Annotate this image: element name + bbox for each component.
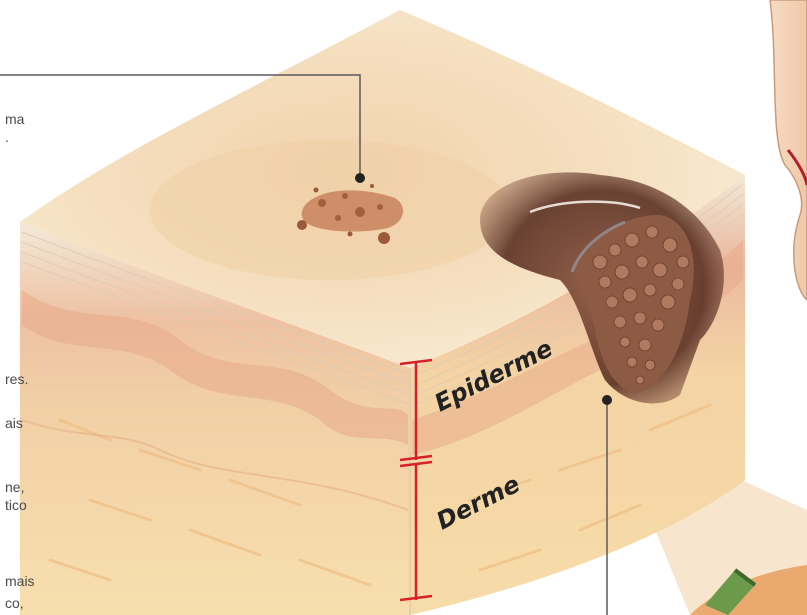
side-text-fragment: ma bbox=[5, 110, 24, 128]
face-profile bbox=[770, 0, 807, 300]
side-text-fragment: ne, bbox=[5, 478, 24, 496]
side-text-fragment: ais bbox=[5, 414, 23, 432]
side-text-fragment: . bbox=[5, 128, 9, 146]
side-text-fragment: co, bbox=[5, 594, 24, 612]
side-text-fragment: tico bbox=[5, 496, 27, 514]
side-text-fragment: mais bbox=[5, 572, 35, 590]
side-text-fragment: res. bbox=[5, 370, 28, 388]
